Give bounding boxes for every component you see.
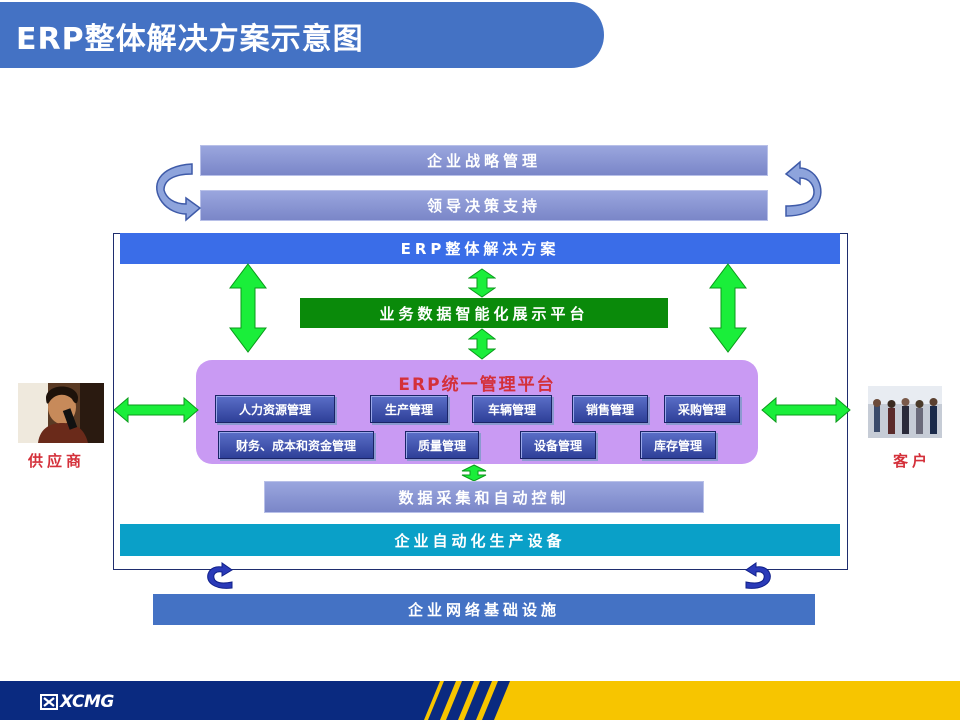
- double-arrow-vertical-icon: [461, 464, 487, 482]
- bi-platform-band: 业务数据智能化展示平台: [300, 298, 668, 328]
- double-arrow-horizontal-icon: [113, 396, 199, 424]
- supplier-label: 供应商: [28, 452, 86, 470]
- double-arrow-vertical-icon: [468, 328, 496, 360]
- title-bar: [0, 2, 604, 68]
- data-collection-band: 数据采集和自动控制: [264, 481, 704, 513]
- module-sales[interactable]: 销售管理: [572, 395, 648, 423]
- erp-solution-band: ERP整体解决方案: [120, 233, 840, 264]
- module-equipment[interactable]: 设备管理: [520, 431, 596, 459]
- footer-bar: [0, 681, 960, 720]
- double-arrow-vertical-icon: [229, 263, 267, 353]
- strategy-band: 企业战略管理: [200, 145, 768, 176]
- customer-label: 客户: [893, 452, 932, 470]
- module-quality[interactable]: 质量管理: [405, 431, 479, 459]
- module-vehicle[interactable]: 车辆管理: [472, 395, 552, 423]
- xcmg-logo-text: XCMG: [60, 692, 114, 712]
- module-inventory[interactable]: 库存管理: [640, 431, 716, 459]
- curved-arrow-right-icon: [745, 562, 771, 589]
- decision-band: 领导决策支持: [200, 190, 768, 221]
- module-finance[interactable]: 财务、成本和资金管理: [218, 431, 374, 459]
- customer-photo: [868, 386, 942, 438]
- network-band: 企业网络基础设施: [153, 594, 815, 625]
- double-arrow-vertical-icon: [709, 263, 747, 353]
- erp-platform-title: ERP统一管理平台: [398, 375, 556, 395]
- supplier-photo: [18, 383, 104, 443]
- cycle-arrow-left-icon: [156, 163, 202, 222]
- production-equipment-band: 企业自动化生产设备: [120, 524, 840, 556]
- module-hr[interactable]: 人力资源管理: [215, 395, 335, 423]
- module-purchasing[interactable]: 采购管理: [664, 395, 740, 423]
- cycle-arrow-right-icon: [784, 160, 822, 217]
- double-arrow-horizontal-icon: [761, 396, 851, 424]
- curved-arrow-left-icon: [207, 562, 233, 589]
- page-title: ERP整体解决方案示意图: [16, 22, 364, 57]
- xcmg-logo-icon: [40, 694, 58, 710]
- module-production[interactable]: 生产管理: [370, 395, 448, 423]
- double-arrow-vertical-icon: [468, 268, 496, 298]
